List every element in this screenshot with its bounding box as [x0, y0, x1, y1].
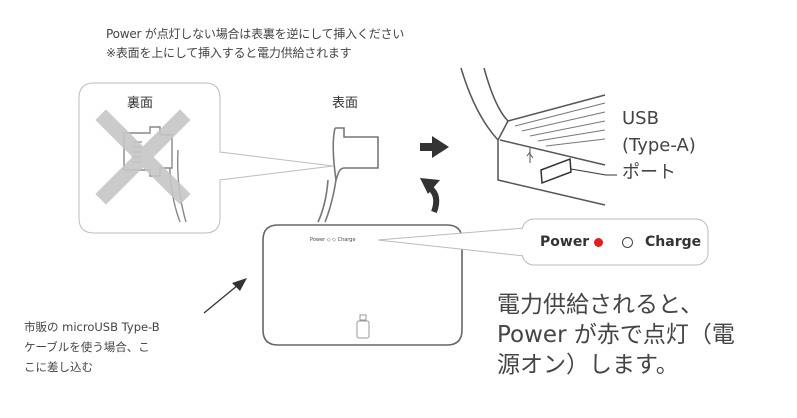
- device-indicator-label: Power ◇ ◇ Charge: [310, 237, 356, 243]
- usb-label-line-3: ポート: [622, 162, 676, 183]
- charge-indicator-label: Charge: [645, 234, 702, 250]
- device-drawing: [262, 224, 463, 346]
- cross-icon: [95, 109, 191, 205]
- cable-note-line-3: こに差し込む: [24, 360, 93, 374]
- arrow-pointer-icon: [203, 278, 247, 314]
- instruction-line-2: ※表面を上にして挿入すると電力供給されます: [106, 46, 352, 60]
- back-side-panel: [78, 82, 334, 234]
- front-side-label: 表面: [332, 96, 359, 111]
- laptop-drawing: [460, 67, 607, 206]
- status-line-3: 源オン）します。: [497, 352, 679, 378]
- usb-symbol-icon: [526, 148, 534, 163]
- power-led-icon: [594, 238, 603, 247]
- charge-led-icon: [622, 237, 633, 248]
- front-connector-drawing: [317, 127, 379, 223]
- status-line-2: Power が赤で点灯（電: [497, 322, 735, 348]
- power-indicator-label: Power: [540, 234, 590, 250]
- arrow-right-icon: [420, 136, 449, 158]
- cable-note-line-2: ケーブルを使う場合、こ: [24, 340, 150, 354]
- usb-label-line-2: (Type-A): [622, 135, 696, 156]
- status-line-1: 電力供給されると、: [497, 292, 704, 318]
- usb-label-line-1: USB: [622, 108, 659, 129]
- curved-arrow-icon: [420, 178, 440, 214]
- back-side-label: 裏面: [127, 96, 154, 111]
- instruction-line-1: Power が点灯しない場合は表裏を逆にして挿入ください: [106, 27, 405, 41]
- cable-note-line-1: 市販の microUSB Type-B: [24, 320, 160, 334]
